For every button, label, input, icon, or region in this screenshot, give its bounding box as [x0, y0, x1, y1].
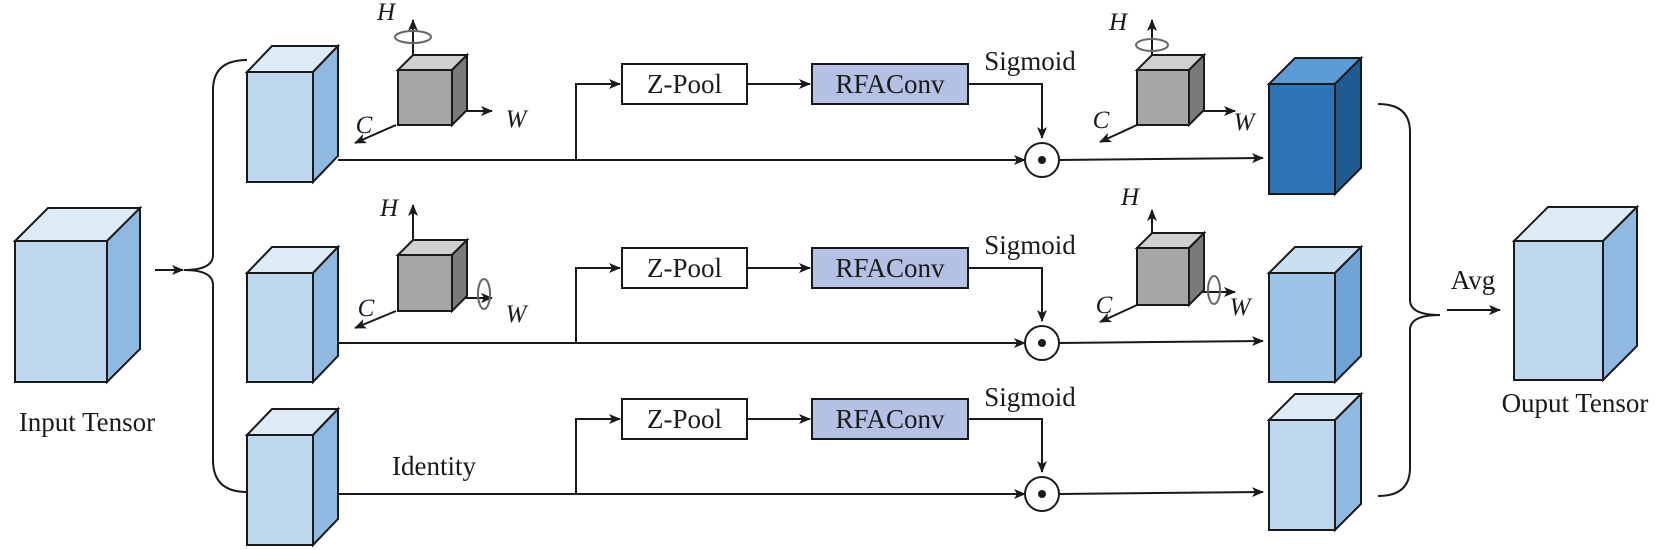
input-tensor	[12, 205, 143, 385]
branch-2-flow: Z-Pool RFAConv Sigmoid	[338, 230, 1264, 361]
branch-2-sigmoid-arrow	[968, 267, 1047, 322]
cube-4-front	[1136, 247, 1190, 306]
branch-2-zpool-label: Z-Pool	[647, 253, 722, 283]
branch-2-tensor	[244, 244, 341, 385]
branch-1-output-front	[1268, 83, 1336, 195]
rotation-cube-1: H W C	[354, 0, 529, 144]
cube-2-front	[397, 254, 453, 312]
branch-1-sigmoid-label: Sigmoid	[984, 46, 1076, 76]
cube-1-c-label: C	[356, 112, 373, 139]
branch-2-output-tensor	[1266, 244, 1364, 385]
branch-3-zpool-label: Z-Pool	[647, 404, 722, 434]
branch-3-to-output	[1058, 487, 1264, 498]
branch-1-tensor-front	[246, 71, 314, 183]
branch-1-tensor	[244, 43, 341, 185]
branch-3-flow: Identity Z-Pool RFAConv Sigmoid	[338, 382, 1264, 512]
branch-3-sigmoid-arrow	[968, 418, 1047, 473]
branch-1-flow: Z-Pool RFAConv Sigmoid	[338, 46, 1264, 178]
avg-label: Avg	[1451, 265, 1496, 295]
branch-3-rfaconv-box	[811, 398, 969, 440]
branch-1-zpool-label: Z-Pool	[647, 69, 722, 99]
cube-3-front	[1136, 69, 1190, 126]
rotation-cube-3: H W C	[1093, 9, 1257, 143]
branch-1-rfaconv-label: RFAConv	[835, 69, 945, 99]
cube-4-h-label: H	[1120, 184, 1141, 211]
cube-4-c-label: C	[1096, 292, 1113, 319]
cube-1-c-axis	[354, 124, 397, 144]
branch-3-to-zpool	[575, 414, 621, 494]
branch-1-to-zpool	[575, 79, 621, 160]
cube-3-h-label: H	[1108, 9, 1129, 36]
cube-2-w-label: W	[506, 301, 529, 328]
cube-3-c-axis	[1099, 124, 1138, 143]
cube-2-c-label: C	[358, 295, 375, 322]
cube-4-w-label: W	[1230, 294, 1253, 321]
merge-brace	[1377, 103, 1441, 497]
branch-1-sigmoid-arrow	[968, 83, 1047, 139]
branch-1-output-tensor	[1266, 55, 1364, 197]
branch-3-multiply-dot	[1038, 490, 1046, 498]
branch-2-sigmoid-label: Sigmoid	[984, 230, 1076, 260]
cube-3-c-label: C	[1093, 107, 1110, 134]
branch-3-output-front	[1268, 419, 1336, 531]
branch-3-rfaconv-label: RFAConv	[835, 404, 945, 434]
branch-3-tensor-front	[246, 434, 314, 546]
branch-2-rfaconv-label: RFAConv	[835, 253, 945, 283]
rotation-cube-2: H W C	[354, 195, 529, 329]
branch-2-multiply-dot	[1038, 339, 1046, 347]
input-tensor-front	[14, 240, 108, 383]
cube-3-w-label: W	[1234, 109, 1257, 136]
cube-3-rotation-icon	[1135, 38, 1169, 52]
cube-1-h-label: H	[376, 0, 397, 26]
branch-3-output-tensor	[1266, 391, 1364, 533]
cube-1-w-label: W	[506, 106, 529, 133]
cube-2-c-axis	[354, 310, 397, 329]
branch-1-zpool-box	[621, 63, 748, 105]
split-brace	[183, 59, 248, 493]
branch-2-output-front	[1268, 272, 1336, 383]
output-tensor-front	[1513, 240, 1604, 381]
rotation-cube-4: H W C	[1096, 184, 1253, 323]
cube-1-front	[397, 69, 453, 126]
branch-3-sigmoid-label: Sigmoid	[984, 382, 1076, 412]
identity-label: Identity	[392, 451, 476, 481]
branch-1-to-output	[1058, 153, 1264, 164]
branch-3-zpool-box	[621, 398, 748, 440]
branch-1-rfaconv-box	[811, 63, 969, 105]
branch-1-multiply-dot	[1038, 156, 1046, 164]
output-tensor	[1511, 204, 1640, 383]
cube-2-h-label: H	[379, 195, 400, 222]
branch-2-zpool-box	[621, 247, 748, 289]
branch-2-to-output	[1058, 336, 1264, 347]
cube-2-rotation-icon	[477, 278, 491, 310]
cube-4-rotation-icon	[1207, 275, 1221, 305]
branch-2-to-zpool	[575, 263, 621, 343]
branch-3-tensor	[244, 406, 341, 548]
cube-1-rotation-icon	[394, 30, 432, 44]
input-tensor-label: Input Tensor	[19, 407, 155, 437]
cube-4-c-axis	[1099, 304, 1138, 323]
branch-2-tensor-front	[246, 272, 314, 383]
output-tensor-label: Ouput Tensor	[1502, 388, 1649, 418]
